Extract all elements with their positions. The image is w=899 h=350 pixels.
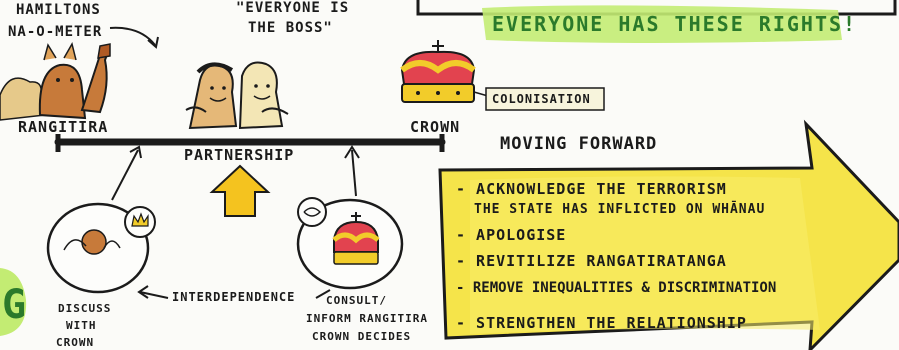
edge-letter: G [2,282,28,328]
top-left-title-line1: HAMILTONS [16,2,101,18]
moving-forward-item: - APOLOGISE [456,226,567,244]
label-crown: CROWN [410,118,461,136]
curved-arrow-icon [109,26,156,46]
discuss-circle-icon [46,202,156,294]
boss-quote-line2: THE BOSS" [248,20,333,36]
label-partnership: PARTNERSHIP [184,146,295,164]
left-circle-line2: WITH [66,319,97,332]
moving-forward-item: THE STATE HAS INFLICTED ON WHĀNAU [474,202,766,217]
right-circle-line2: INFORM RANGITIRA [306,312,428,325]
left-small-arrow-icon [139,291,169,299]
label-colonisation: COLONISATION [492,92,591,106]
arrow-up-right-icon [351,149,357,197]
boss-quote-line1: "EVERYONE IS [236,0,350,16]
right-circle-line1: CONSULT/ [326,294,387,307]
top-left-title-line2: NA-O-METER [8,24,103,40]
colonisation-tag [485,87,605,111]
moving-forward-item: - STRENGTHEN THE RELATIONSHIP [456,314,747,332]
right-small-arrow-icon [315,289,331,299]
crown-icon [400,40,476,103]
arrow-up-left-icon [111,149,139,201]
rangitira-figure-icon [0,42,111,121]
moving-forward-item: - ACKNOWLEDGE THE TERRORISM [456,180,727,198]
up-arrow-icon [209,164,271,217]
left-circle-line1: DISCUSS [58,302,112,315]
label-interdependence: INTERDEPENDENCE [172,290,296,304]
label-rangitira: RANGITIRA [18,118,109,136]
green-splash [0,268,27,336]
left-circle-line3: CROWN [56,336,95,349]
consult-circle-icon [296,197,404,290]
rights-highlight [482,5,842,43]
rights-banner: EVERYONE HAS THESE RIGHTS! [492,12,858,36]
right-circle-line3: CROWN DECIDES [312,330,412,343]
moving-forward-item: - REVITILIZE RANGATIRATANGA [456,252,727,270]
moving-forward-item: - REMOVE INEQUALITIES & DISCRIMINATION [456,280,777,296]
label-moving-forward: MOVING FORWARD [500,134,658,154]
partnership-figures-icon [185,61,289,130]
